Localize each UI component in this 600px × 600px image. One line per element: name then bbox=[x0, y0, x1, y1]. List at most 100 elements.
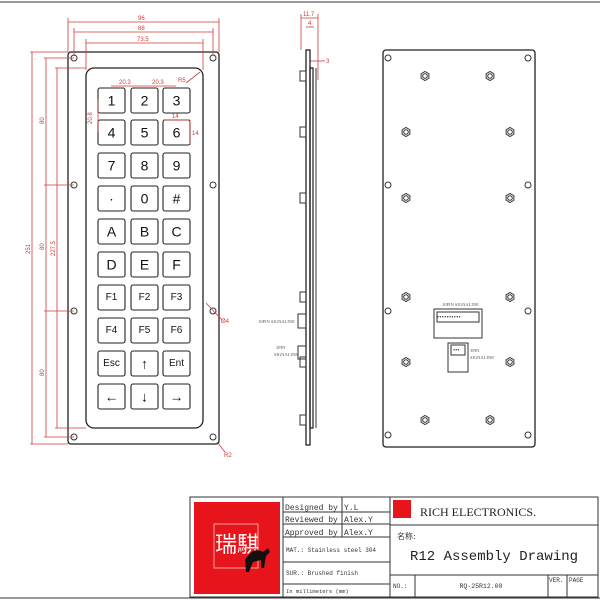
side-label-10pin: 10PIN SIGNALINE bbox=[258, 319, 295, 324]
title-block: 瑞騏 Designed by Y.L Reviewed by Alex.Y Ap… bbox=[189, 496, 599, 598]
key-cap bbox=[97, 284, 126, 311]
mounting-hole bbox=[524, 181, 532, 189]
mounting-hole bbox=[209, 433, 217, 441]
key-label: D bbox=[106, 257, 116, 273]
key-cap bbox=[130, 218, 159, 245]
hex-nut bbox=[401, 192, 411, 204]
drawing-number: RQ-25R12.00 bbox=[460, 583, 503, 590]
designed-by: Y.L bbox=[344, 504, 359, 513]
key-cap bbox=[97, 152, 126, 179]
key-cap bbox=[97, 350, 126, 377]
key-label: 7 bbox=[108, 158, 116, 174]
key-cap bbox=[130, 383, 159, 410]
key-label: ↓ bbox=[141, 389, 148, 405]
dim-20-3-b: 20.3 bbox=[152, 80, 164, 86]
dim-96: 96 bbox=[138, 16, 145, 22]
side-nut bbox=[299, 192, 307, 204]
key-cap bbox=[130, 119, 159, 146]
key-label: F2 bbox=[139, 292, 151, 303]
hex-nut bbox=[401, 126, 411, 138]
mounting-hole bbox=[209, 307, 217, 315]
dim-11-7: 11.7 bbox=[303, 12, 315, 18]
hex-nut bbox=[505, 126, 515, 138]
dim-14-h: 14 bbox=[192, 131, 199, 137]
key-cap bbox=[97, 185, 126, 212]
key-cap bbox=[162, 218, 191, 245]
key-cap bbox=[162, 152, 191, 179]
material: MAT.: Stainless steel 304 bbox=[286, 547, 376, 554]
key-cap bbox=[97, 119, 126, 146]
key-label: → bbox=[170, 389, 184, 405]
key-cap bbox=[130, 185, 159, 212]
key-label: 9 bbox=[173, 158, 181, 174]
key-0: 1 bbox=[97, 87, 126, 114]
company-mini-logo bbox=[393, 500, 411, 518]
key-cap bbox=[162, 185, 191, 212]
key-cap bbox=[97, 383, 126, 410]
key-cap bbox=[162, 317, 191, 344]
company-name: RICH ELECTRONICS. bbox=[420, 505, 536, 519]
key-cap bbox=[130, 87, 159, 114]
key-29: → bbox=[162, 383, 191, 410]
key-14: C bbox=[162, 218, 191, 245]
key-cap bbox=[97, 317, 126, 344]
reviewed-by-label: Reviewed by bbox=[285, 516, 338, 525]
front-plate bbox=[67, 51, 220, 445]
dimensions-horizontal: 96 88 73.5 20.3 20.3 R5 14 14 20.8 bbox=[67, 16, 220, 145]
key-label: 4 bbox=[108, 125, 116, 141]
side-label-3pin: 3PIN bbox=[276, 345, 286, 350]
drawing-title: R12 Assembly Drawing bbox=[410, 549, 578, 565]
page-label: PAGE bbox=[569, 577, 584, 584]
key-label: 3 bbox=[173, 93, 181, 109]
company-logo bbox=[194, 502, 280, 594]
side-nut bbox=[299, 356, 307, 368]
key-cap bbox=[130, 350, 159, 377]
key-cap bbox=[97, 218, 126, 245]
key-10: 0 bbox=[130, 185, 159, 212]
connector-3pin-pins: ••• bbox=[453, 348, 459, 354]
key-28: ↓ bbox=[130, 383, 159, 410]
key-23: F6 bbox=[162, 317, 191, 344]
name-label: 名称: bbox=[397, 531, 416, 541]
key-cap bbox=[130, 284, 159, 311]
key-cap bbox=[130, 317, 159, 344]
key-cap bbox=[162, 383, 191, 410]
back-mounting-holes bbox=[384, 54, 532, 439]
key-2: 3 bbox=[162, 87, 191, 114]
key-6: 7 bbox=[97, 152, 126, 179]
side-nut bbox=[299, 414, 307, 426]
key-15: D bbox=[97, 251, 126, 278]
dim-14-w: 14 bbox=[172, 114, 179, 120]
back-view: •••••••••• 10PIN SIGNALINE ••• 3PIN SIGN… bbox=[382, 49, 536, 448]
dim-80-top: 80 bbox=[40, 117, 46, 124]
key-11: # bbox=[162, 185, 191, 212]
key-label: Ent bbox=[169, 358, 184, 369]
side-nut bbox=[299, 70, 307, 82]
key-1: 2 bbox=[130, 87, 159, 114]
mounting-hole bbox=[209, 181, 217, 189]
key-label: ← bbox=[105, 389, 119, 405]
key-label: · bbox=[109, 191, 114, 207]
hex-nut bbox=[505, 291, 515, 303]
key-cap bbox=[162, 350, 191, 377]
key-19: F2 bbox=[130, 284, 159, 311]
dim-80-mid: 80 bbox=[40, 243, 46, 250]
side-view: 11.7 4 3 10PIN SIGNALINE 3PIN SIGNALINE bbox=[258, 12, 330, 446]
key-label: 6 bbox=[173, 125, 181, 141]
hex-nut bbox=[485, 414, 495, 426]
dim-227-5: 227.5 bbox=[51, 240, 57, 256]
key-cap bbox=[162, 251, 191, 278]
horse-icon bbox=[245, 548, 270, 572]
label-3pin: 3PIN bbox=[470, 348, 480, 353]
key-label: F5 bbox=[139, 325, 151, 336]
hex-nut bbox=[401, 356, 411, 368]
key-label: A bbox=[107, 224, 117, 240]
approved-by: Alex.Y bbox=[344, 529, 373, 538]
key-cap bbox=[162, 284, 191, 311]
key-cap bbox=[130, 251, 159, 278]
key-25: ↑ bbox=[130, 350, 159, 377]
connector-10pin-pins: •••••••••• bbox=[437, 315, 461, 321]
back-nuts bbox=[401, 70, 515, 426]
key-label: E bbox=[140, 257, 149, 273]
label-10pin: 10PIN SIGNALINE bbox=[442, 302, 479, 307]
